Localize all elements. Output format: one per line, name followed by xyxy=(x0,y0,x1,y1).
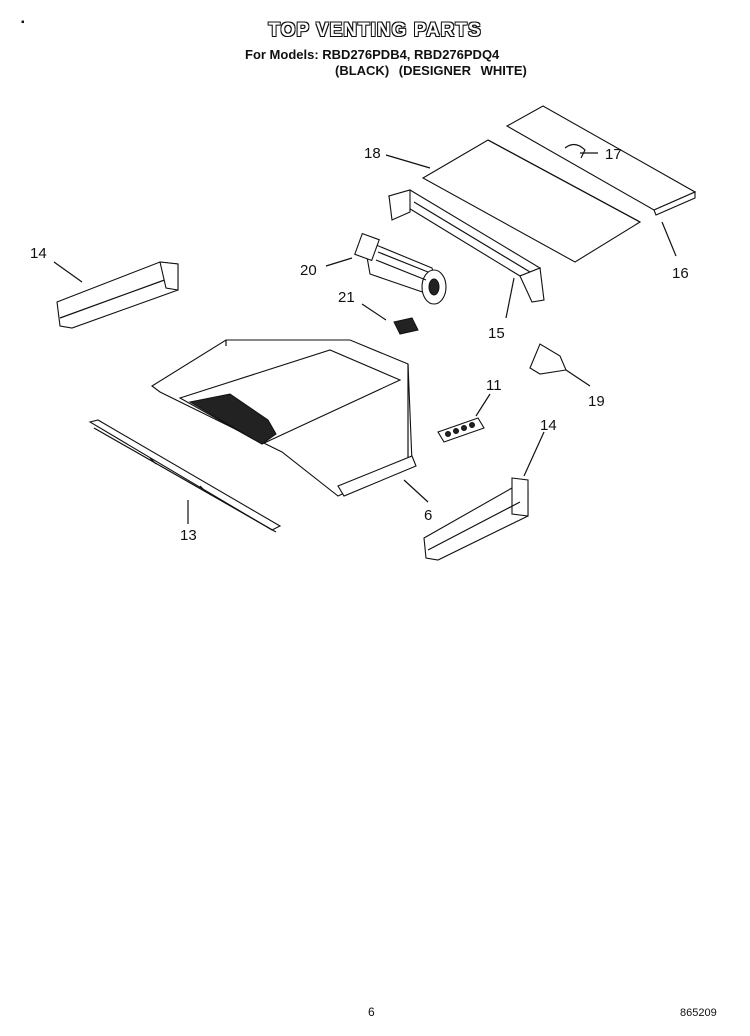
part-13-trim-strip[interactable] xyxy=(88,419,282,533)
callout-14-left: 14 xyxy=(30,245,47,262)
part-18-duct-cover[interactable] xyxy=(421,139,642,263)
callout-17: 17 xyxy=(605,146,622,163)
model-numbers: For Models: RBD276PDB4, RBD276PDQ4 xyxy=(245,47,500,62)
document-code: 865209 xyxy=(680,1007,717,1019)
callout-13: 13 xyxy=(180,527,197,544)
part-15-bracket[interactable] xyxy=(387,189,545,303)
part-11-terminal-block[interactable] xyxy=(437,417,485,443)
part-19-bracket[interactable] xyxy=(529,343,567,375)
page-title: TOP VENTING PARTS xyxy=(268,20,482,41)
callout-21: 21 xyxy=(338,289,355,306)
part-6-vent-hood[interactable] xyxy=(151,339,417,497)
part-14-right-bracket[interactable] xyxy=(423,477,529,561)
callout-16: 16 xyxy=(672,265,689,282)
part-16-panel[interactable] xyxy=(505,105,697,216)
callout-20: 20 xyxy=(300,262,317,279)
leader-lines xyxy=(53,152,677,524)
model-colors: (BLACK) (DESIGNER WHITE) xyxy=(335,63,527,78)
part-20-blower[interactable] xyxy=(354,232,447,305)
callout-6: 6 xyxy=(424,507,432,524)
part-21-clip[interactable] xyxy=(393,317,419,335)
callout-11: 11 xyxy=(486,377,502,394)
corner-mark: ▪ xyxy=(21,17,25,28)
part-14-left-bracket[interactable] xyxy=(56,261,179,329)
page-number: 6 xyxy=(368,1005,375,1019)
callout-19: 19 xyxy=(588,393,605,410)
callout-18: 18 xyxy=(364,145,381,162)
callout-14-right: 14 xyxy=(540,417,557,434)
callout-15: 15 xyxy=(488,325,505,342)
